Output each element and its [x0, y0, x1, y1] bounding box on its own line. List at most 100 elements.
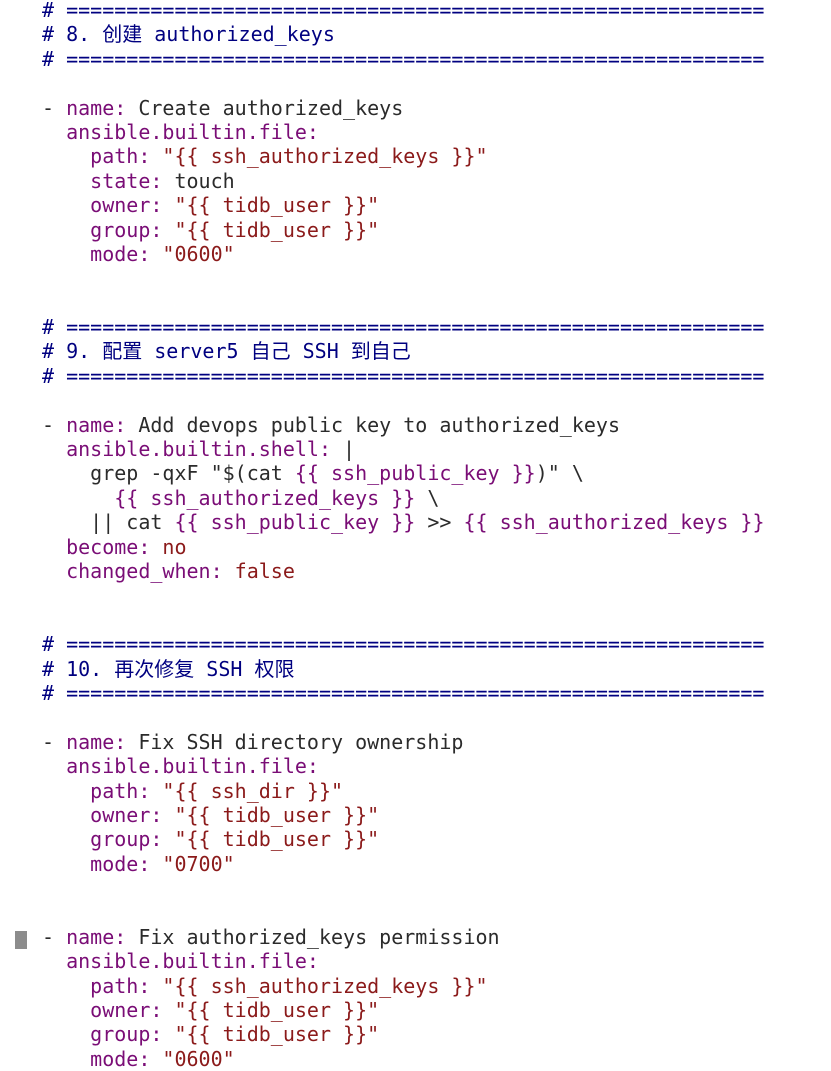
code-token: false — [222, 558, 295, 583]
code-token: mode: — [42, 1046, 151, 1071]
code-line[interactable]: owner: "{{ tidb_user }}" — [42, 803, 764, 827]
code-line[interactable] — [42, 900, 764, 924]
code-line[interactable]: - name: Add devops public key to authori… — [42, 413, 764, 437]
code-line[interactable]: - name: Fix SSH directory ownership — [42, 730, 764, 754]
code-token: "{{ tidb_user }}" — [162, 827, 380, 852]
code-line[interactable]: # ======================================… — [42, 364, 764, 388]
code-line[interactable]: owner: "{{ tidb_user }}" — [42, 193, 764, 217]
code-token: path: — [42, 144, 151, 169]
code-line[interactable]: ansible.builtin.file: — [42, 754, 764, 778]
code-token: >> — [415, 510, 464, 535]
code-line[interactable]: ansible.builtin.file: — [42, 120, 764, 144]
code-token — [42, 486, 114, 510]
code-line[interactable]: # ======================================… — [42, 632, 764, 656]
code-token: # ======================================… — [42, 315, 765, 340]
code-token: name: — [66, 412, 127, 437]
code-line[interactable]: state: touch — [42, 169, 764, 193]
code-line[interactable]: # 9. 配置 server5 自己 SSH 到自己 — [42, 339, 764, 363]
code-line[interactable] — [42, 705, 764, 729]
code-line[interactable]: path: "{{ ssh_authorized_keys }}" — [42, 144, 764, 168]
code-token: # ======================================… — [42, 0, 765, 22]
code-line[interactable]: # ======================================… — [42, 0, 764, 22]
code-line[interactable]: changed_when: false — [42, 559, 764, 583]
code-token: become: — [42, 534, 151, 559]
code-token: - — [42, 412, 67, 437]
code-token: {{ ssh_authorized_keys }} — [114, 485, 416, 510]
code-line[interactable]: # 10. 再次修复 SSH 权限 — [42, 657, 764, 681]
code-token: group: — [42, 217, 163, 242]
code-line[interactable]: grep -qxF "$(cat {{ ssh_public_key }})" … — [42, 461, 764, 485]
code-line[interactable] — [42, 291, 764, 315]
code-token: Add devops public key to authorized_keys — [126, 412, 620, 437]
code-token: "0600" — [150, 1046, 235, 1071]
code-editor[interactable]: # ======================================… — [42, 0, 764, 1071]
code-line[interactable]: - name: Fix authorized_keys permission — [42, 925, 764, 949]
code-token: path: — [42, 778, 151, 803]
code-token: # 9. 配置 server5 自己 SSH 到自己 — [42, 339, 411, 364]
code-line[interactable]: path: "{{ ssh_authorized_keys }}" — [42, 974, 764, 998]
code-line[interactable] — [42, 388, 764, 412]
text-cursor — [15, 931, 27, 949]
code-token: group: — [42, 827, 163, 852]
code-token: grep -qxF "$(cat — [42, 461, 295, 486]
code-line[interactable] — [42, 583, 764, 607]
code-token: || cat — [42, 510, 175, 535]
code-line[interactable]: ansible.builtin.file: — [42, 949, 764, 973]
code-token: {{ ssh_public_key }} — [174, 510, 416, 535]
code-line[interactable]: - name: Create authorized_keys — [42, 96, 764, 120]
code-token: Fix authorized_keys permission — [126, 924, 500, 949]
code-token: group: — [42, 1022, 163, 1047]
code-token: "{{ tidb_user }}" — [162, 193, 380, 218]
code-token: "{{ ssh_authorized_keys }}" — [150, 144, 488, 169]
code-line[interactable]: # 8. 创建 authorized_keys — [42, 22, 764, 46]
code-token: "{{ tidb_user }}" — [162, 217, 380, 242]
code-line[interactable] — [42, 608, 764, 632]
code-token: {{ ssh_public_key }} — [294, 461, 536, 486]
code-line[interactable]: group: "{{ tidb_user }}" — [42, 1022, 764, 1046]
code-token: Create authorized_keys — [126, 95, 404, 120]
code-token: # ======================================… — [42, 632, 765, 657]
code-token: Fix SSH directory ownership — [126, 729, 464, 754]
code-token: "0700" — [150, 851, 235, 876]
code-token: - — [42, 95, 67, 120]
code-token: # 8. 创建 authorized_keys — [42, 22, 335, 47]
code-token: # ======================================… — [42, 363, 765, 388]
code-line[interactable]: {{ ssh_authorized_keys }} \ — [42, 486, 764, 510]
code-token: changed_when: — [42, 558, 223, 583]
code-token: ansible.builtin.file: — [42, 949, 319, 974]
code-line[interactable]: group: "{{ tidb_user }}" — [42, 218, 764, 242]
code-token: # 10. 再次修复 SSH 权限 — [42, 656, 295, 681]
code-token: | — [330, 437, 356, 462]
code-line[interactable]: mode: "0600" — [42, 1047, 764, 1071]
code-line[interactable]: path: "{{ ssh_dir }}" — [42, 779, 764, 803]
code-line[interactable]: # ======================================… — [42, 681, 764, 705]
code-token: )" \ — [535, 461, 584, 486]
code-line[interactable] — [42, 876, 764, 900]
code-line[interactable]: ansible.builtin.shell: | — [42, 437, 764, 461]
code-token: ansible.builtin.shell: — [42, 437, 331, 462]
code-token: owner: — [42, 193, 163, 218]
code-token: path: — [42, 973, 151, 998]
code-line[interactable] — [42, 71, 764, 95]
code-line[interactable]: group: "{{ tidb_user }}" — [42, 827, 764, 851]
code-token: owner: — [42, 802, 163, 827]
code-token: mode: — [42, 851, 151, 876]
code-line[interactable]: # ======================================… — [42, 315, 764, 339]
code-token: owner: — [42, 998, 163, 1023]
code-line[interactable]: mode: "0600" — [42, 242, 764, 266]
code-line[interactable]: || cat {{ ssh_public_key }} >> {{ ssh_au… — [42, 510, 764, 534]
code-line[interactable] — [42, 266, 764, 290]
code-line[interactable]: become: no — [42, 535, 764, 559]
code-token: touch — [162, 168, 235, 193]
code-line[interactable]: mode: "0700" — [42, 852, 764, 876]
code-token: {{ ssh_authorized_keys }} — [463, 510, 765, 535]
code-token: no — [150, 534, 187, 559]
code-token: "{{ tidb_user }}" — [162, 1022, 380, 1047]
code-token: "{{ tidb_user }}" — [162, 998, 380, 1023]
code-token: name: — [66, 924, 127, 949]
code-token: name: — [66, 729, 127, 754]
code-token: - — [42, 729, 67, 754]
code-line[interactable]: owner: "{{ tidb_user }}" — [42, 998, 764, 1022]
code-token: ansible.builtin.file: — [42, 754, 319, 779]
code-line[interactable]: # ======================================… — [42, 47, 764, 71]
